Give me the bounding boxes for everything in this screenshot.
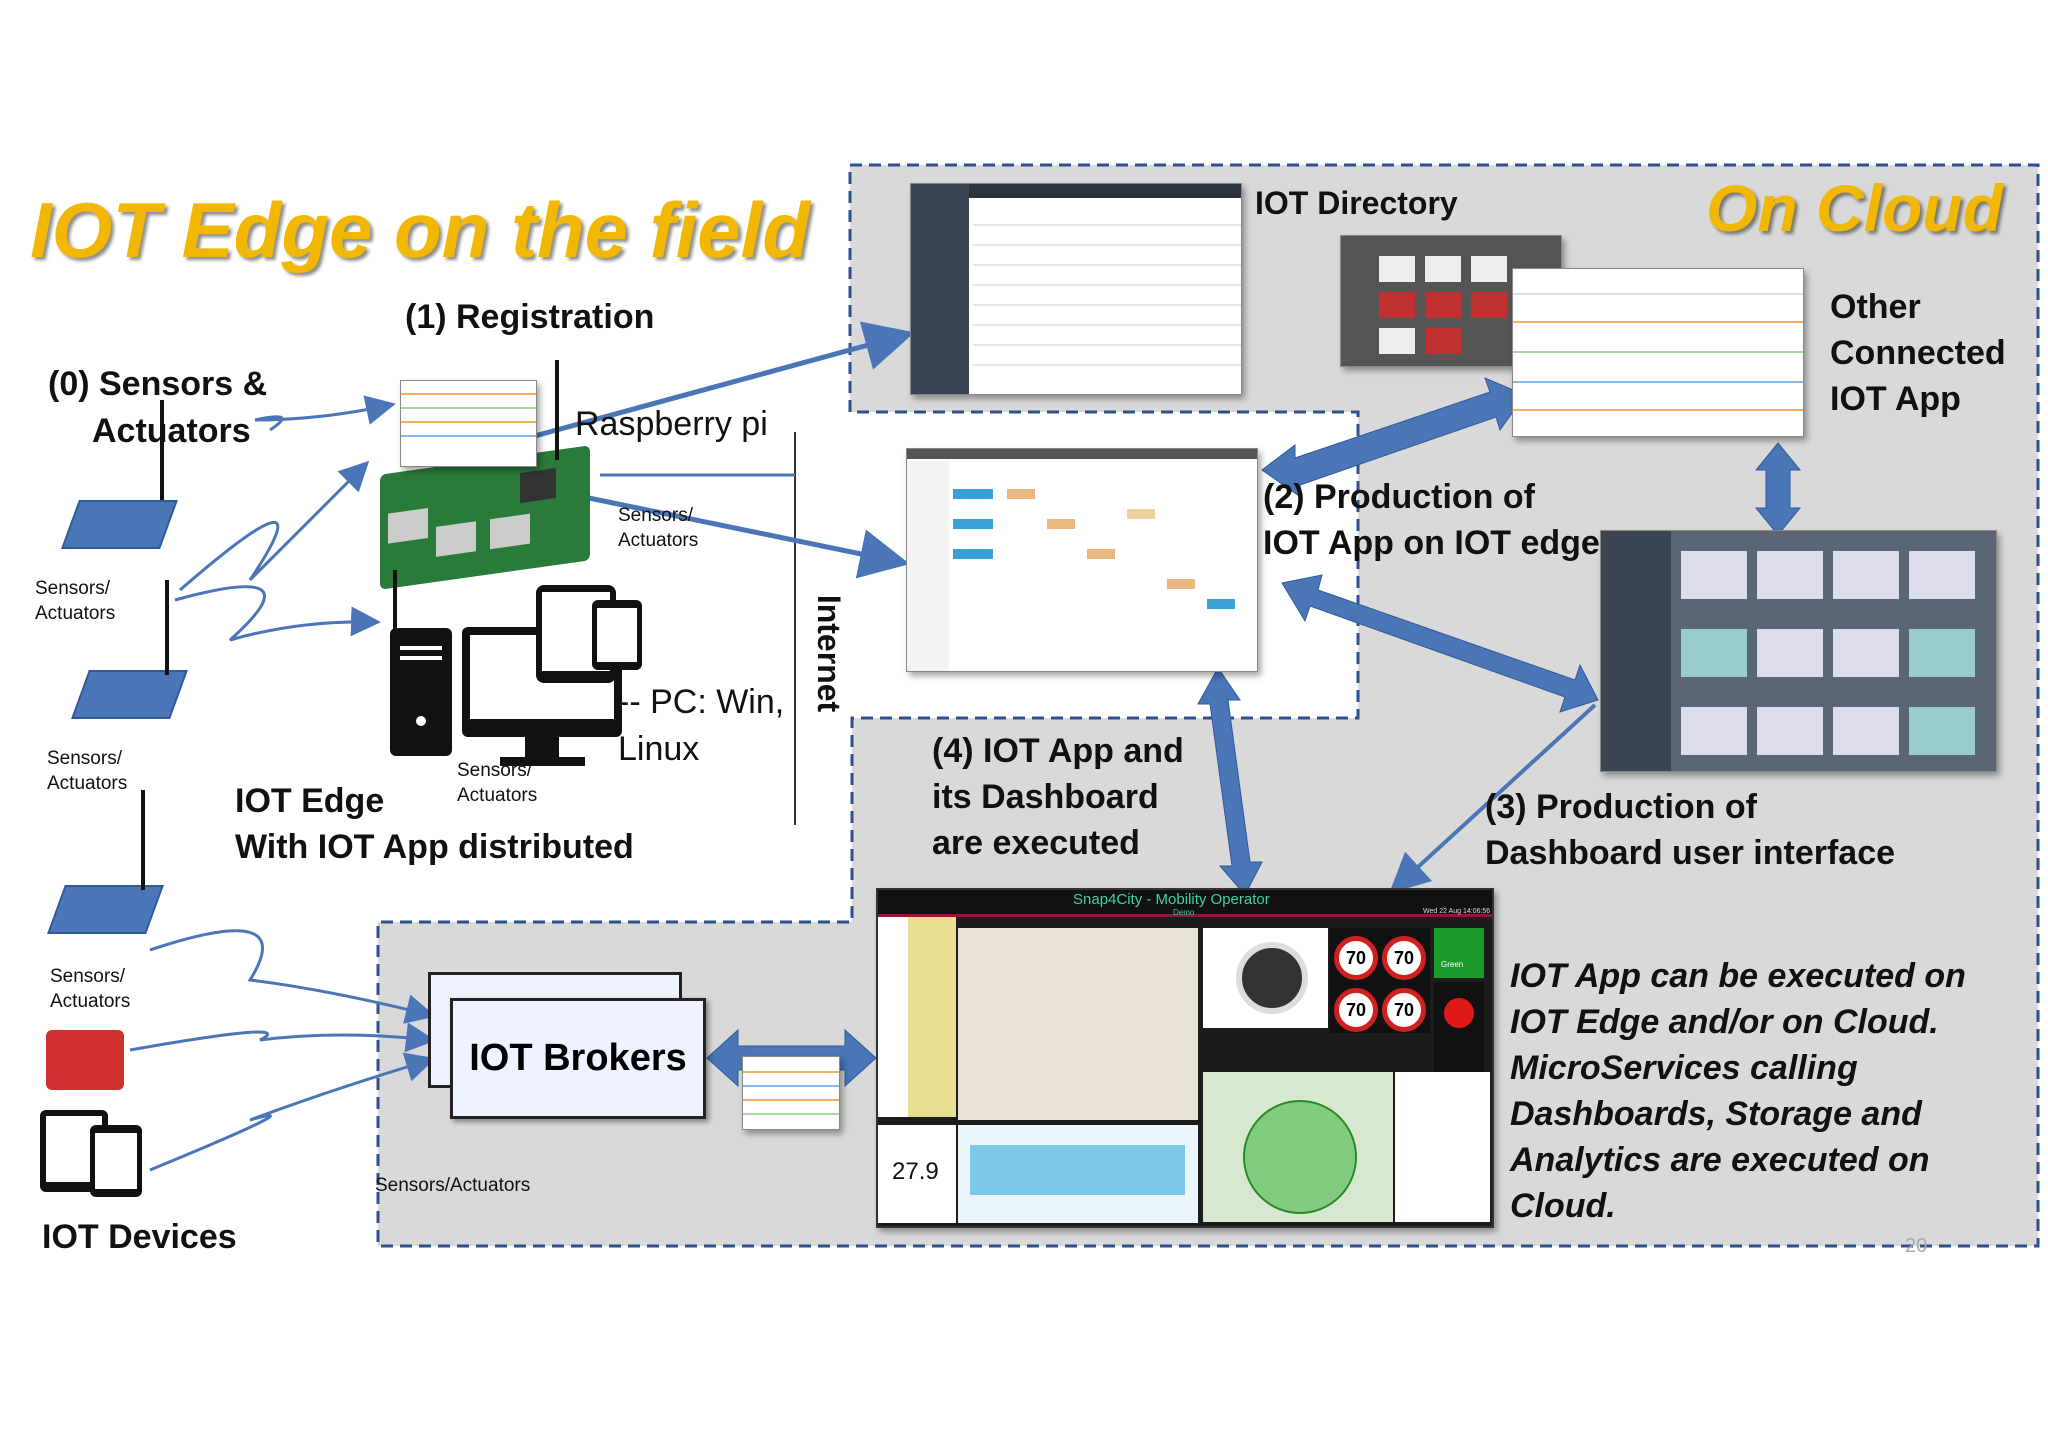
sensor-label: Sensors/ [47,748,122,769]
note-line-3: MicroServices calling [1510,1049,1858,1087]
executed-label-2: its Dashboard [932,778,1159,816]
iot-directory-label: IOT Directory [1255,185,1458,221]
note-line-4: Dashboards, Storage and [1510,1095,1922,1133]
sensor-label: Sensors/ [50,966,125,987]
sensors-actuators-title-2: Actuators [92,412,251,450]
dashboard-subtitle: Demo [1173,908,1195,917]
dashboards-screenshot [1600,530,1997,772]
production-dash-label-2: Dashboard user interface [1485,834,1896,872]
broker-flow-thumbnail [742,1056,840,1130]
sensor-node-icon [47,885,164,934]
internet-label: Internet [811,594,848,713]
iot-devices-label: IOT Devices [42,1218,237,1256]
sensor-link-5 [129,1022,436,1053]
antenna-icon [141,790,145,890]
actuator-label: Actuators [35,603,116,624]
sensor-link-3 [174,585,381,642]
note-line-6: Cloud. [1510,1187,1616,1225]
note-line-1: IOT App can be executed on [1510,957,1966,995]
dashboard-arrow [1389,703,1597,894]
antenna-icon [555,360,559,460]
iot-edge-label-1: IOT Edge [235,782,385,820]
note-line-5: Analytics are executed on [1510,1141,1930,1179]
iot-directory-screenshot [910,183,1242,395]
speed-limit-sign: 70 [1382,988,1426,1032]
raspberry-flow-thumbnail [400,380,537,467]
executed-label-1: (4) IOT App and [932,732,1184,770]
antenna-icon [393,570,397,630]
actuator-label: Actuators [618,530,699,551]
double-arrow-app-dash [1281,574,1599,713]
sensor-node-icon [61,500,178,549]
red-light-icon [1444,998,1474,1028]
iot-edge-label-2: With IOT App distributed [235,828,634,866]
sensors-actuators-title-1: (0) Sensors & [48,365,268,403]
page-number: 20 [1905,1235,1928,1257]
map-area[interactable] [958,928,1198,1120]
production-app-label-1: (2) Production of [1263,478,1535,516]
monitor-stand [525,737,559,759]
actuator-label: Actuators [47,773,128,794]
dashboard-title: Snap4City - Mobility Operator [1073,891,1270,908]
registration-arrow [519,321,915,443]
sensors-actuators-bottom-label: Sensors/Actuators [375,1175,531,1196]
dashboard-date: Wed 22 Aug 14:06:56 [1423,908,1491,915]
other-app-flow-screenshot [1512,268,1804,437]
sensor-node-icon [71,670,188,719]
pc-tower-icon [390,628,452,756]
production-dash-label-1: (3) Production of [1485,788,1757,826]
executed-label-3: are executed [932,824,1140,862]
raspberry-label: Raspberry pi [575,405,768,443]
other-app-label-2: Connected [1830,334,2006,372]
red-device-icon [46,1030,124,1090]
cloud-title: On Cloud [1706,171,2003,245]
speed-limit-sign: 70 [1334,988,1378,1032]
speed-limit-sign: 70 [1334,936,1378,980]
speed-gauge-icon [1236,942,1308,1014]
antenna-icon [165,580,169,675]
other-app-label-3: IOT App [1830,380,1961,418]
phone-icon [90,1125,142,1197]
pc-label-2: Linux [618,730,700,768]
speed-limit-sign: 70 [1382,936,1426,980]
sensor-label: Sensors/ [618,505,693,526]
iot-app-flow-screenshot [906,448,1258,672]
sensor-link-2 [179,460,370,592]
sensor-link-6 [149,1052,436,1172]
pc-label-1: -- PC: Win, [618,683,785,721]
production-app-label-2: IOT App on IOT edge [1263,524,1600,562]
registration-label: (1) Registration [405,298,655,336]
sensor-link-4 [149,929,436,1024]
antenna-icon [160,400,164,500]
coverage-circle [1243,1100,1357,1214]
other-app-label-1: Other [1830,288,1921,326]
sensor-label: Sensors/ [35,578,110,599]
note-line-2: IOT Edge and/or on Cloud. [1510,1003,1939,1041]
iot-brokers-box[interactable]: IOT Brokers [450,998,706,1119]
phone-icon [592,600,642,670]
mobility-dashboard: Snap4City - Mobility Operator Demo Wed 2… [876,888,1494,1228]
capacity-chart [970,1145,1185,1195]
actuator-label: Actuators [50,991,131,1012]
sensor-reading: 27.9 [892,1158,939,1185]
actuator-label: Actuators [457,785,538,806]
monitor-base [500,757,585,766]
iot-brokers-label: IOT Brokers [469,1037,687,1079]
deploy-arrow [549,487,910,579]
edge-title: IOT Edge on the field [30,186,810,274]
sensor-link-1 [254,395,396,432]
signal-label: Green [1441,960,1464,969]
